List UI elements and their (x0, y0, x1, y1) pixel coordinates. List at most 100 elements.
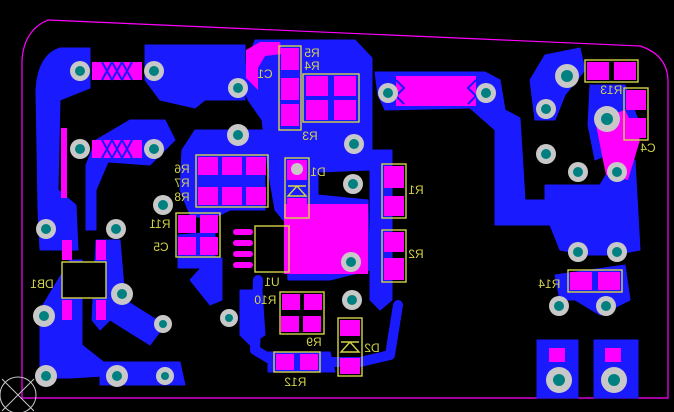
pad-r11-right (200, 215, 218, 233)
pad-left-vertical-trace (61, 128, 67, 198)
pad-r5-bottom (281, 78, 299, 100)
silk-r12 (273, 351, 321, 373)
pad-u1-pin1 (233, 229, 253, 235)
pad-br-2 (605, 348, 621, 362)
pad-c1-trace (246, 42, 282, 90)
label-c5: C5 (153, 240, 169, 254)
via-18 (154, 315, 172, 333)
label-r8: R8 (174, 190, 190, 204)
pad-br-1 (549, 348, 565, 362)
via-31 (549, 296, 569, 316)
copper-pour-top-center (144, 44, 246, 109)
pad-r11-left (178, 215, 196, 233)
via-16 (111, 283, 133, 305)
label-c1: C1 (257, 67, 273, 81)
silk-r11-c5 (175, 212, 221, 258)
via-21 (106, 365, 128, 387)
pad-c5-left (178, 237, 196, 255)
label-u1: U1 (264, 275, 280, 289)
pad-r3-top (281, 104, 299, 126)
pad-r1-top (384, 166, 404, 188)
label-d1: D1 (310, 165, 326, 179)
pad-db1-2 (96, 240, 106, 260)
via-6 (227, 124, 249, 146)
via-10 (343, 174, 363, 194)
pad-d2-top (340, 320, 360, 336)
silk-d1 (284, 157, 310, 219)
via-29 (568, 242, 588, 262)
label-r4: R4 (304, 59, 320, 73)
via-25 (594, 106, 620, 132)
board-outline (21, 19, 669, 399)
pad-r14-right (598, 272, 620, 290)
via-33 (546, 367, 572, 393)
copper-trace-u1-bottom (239, 289, 266, 346)
label-d2: D2 (364, 341, 380, 355)
silk-r2 (381, 229, 407, 283)
label-r13: R13 (600, 83, 622, 97)
silk-r5 (278, 45, 302, 131)
copper-pour-db1-right (91, 239, 166, 346)
silk-c4 (623, 87, 649, 141)
pad-r10-right (304, 294, 322, 310)
component-hatching (101, 61, 478, 159)
pad-r8-3 (246, 187, 266, 205)
pad-u1-pin3 (233, 251, 253, 257)
via-27 (568, 162, 588, 182)
via-5 (228, 78, 248, 98)
label-db1: DB1 (30, 277, 54, 291)
pad-r4b-right (334, 100, 356, 120)
via-1 (70, 61, 90, 81)
label-r3: R3 (302, 129, 318, 143)
via-30 (607, 242, 627, 262)
via-26 (536, 144, 556, 164)
copper-trace-r5-right (374, 71, 641, 256)
via-15 (36, 219, 56, 239)
pad-r8-1 (198, 187, 218, 205)
silk-r1 (381, 163, 407, 219)
via-8 (476, 83, 496, 103)
pad-r6-3 (246, 157, 266, 175)
silk-d1-symbol (286, 184, 308, 197)
via-35 (291, 163, 303, 175)
label-r5: R5 (304, 46, 320, 60)
label-r14: R14 (538, 277, 560, 291)
silkscreen-outlines (61, 45, 649, 377)
label-r2: R2 (408, 247, 424, 261)
silk-r6-r8 (195, 154, 269, 208)
copper-trace-u1-left (189, 257, 223, 306)
pad-top-wide-trace (396, 76, 476, 106)
via-17 (33, 305, 55, 327)
via-3 (70, 139, 90, 159)
pad-db1-4 (96, 300, 106, 320)
silk-r13 (584, 59, 639, 83)
pad-r4-left (306, 76, 328, 96)
label-r10: R10 (254, 293, 276, 307)
label-r9: R9 (306, 335, 322, 349)
pad-r8-2 (222, 187, 242, 205)
pad-r14-left (570, 272, 592, 290)
pad-d2-bottom (340, 358, 360, 374)
via-2 (144, 61, 164, 81)
label-r11: R11 (149, 217, 170, 231)
pad-r6-2 (222, 157, 242, 175)
pad-r4b-left (306, 100, 328, 120)
pad-u1-pin4 (233, 262, 253, 268)
via-28 (607, 162, 627, 182)
pad-r1-bottom (384, 196, 404, 216)
via-20 (35, 365, 57, 387)
via-34 (601, 367, 627, 393)
pad-r12-right (300, 354, 318, 370)
pad-db1-1 (62, 240, 72, 260)
origin-marker (0, 376, 37, 412)
through-hole-pads (33, 61, 627, 393)
pad-r12-left (276, 354, 294, 370)
silk-d2 (337, 317, 363, 377)
silk-u1-body (254, 225, 290, 273)
via-12 (342, 290, 362, 310)
via-22 (156, 367, 174, 385)
silk-r14 (567, 269, 623, 293)
pad-r4-right (334, 76, 356, 96)
via-7 (378, 83, 398, 103)
